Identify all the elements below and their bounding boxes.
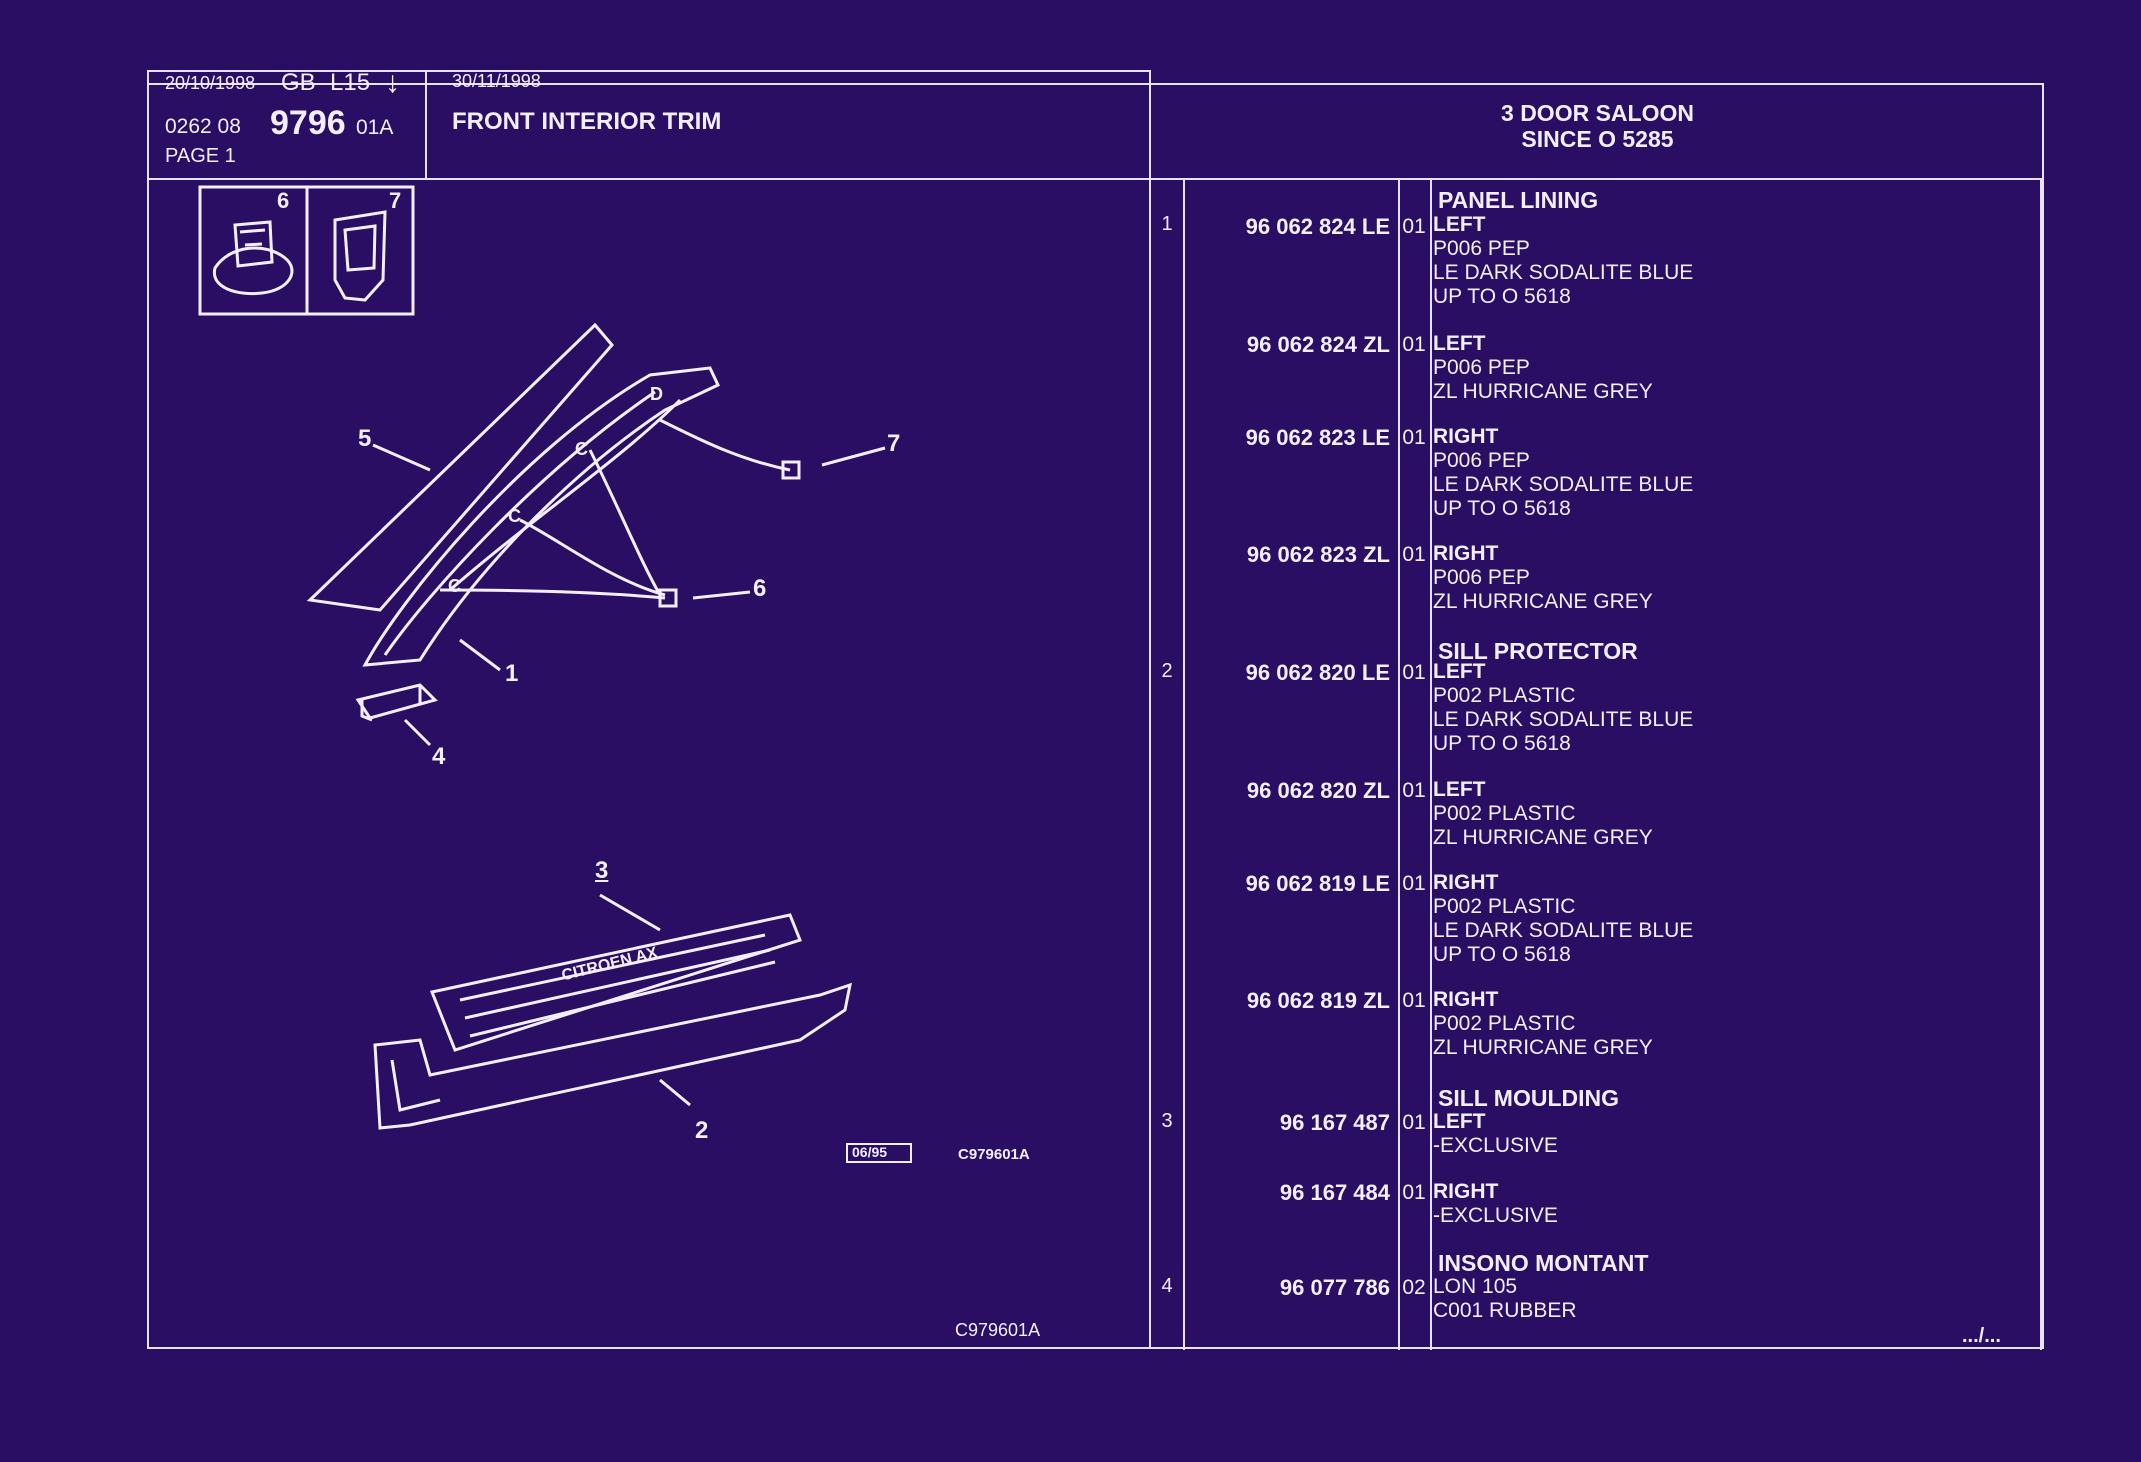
header-ref-main: 9796: [270, 104, 346, 142]
callout-7: 7: [887, 430, 901, 457]
part-number: 96 062 820 ZL: [1246, 778, 1390, 803]
part-number: 96 062 820 LE: [1245, 660, 1390, 685]
svg-text:C: C: [575, 439, 588, 459]
ref-number: 1: [1161, 213, 1173, 235]
clip-7-box: [305, 185, 415, 316]
quantity: 01: [1402, 872, 1426, 895]
date-box-text: 06/95: [852, 1144, 888, 1160]
header-left-box: [147, 70, 427, 180]
callout-2: 2: [695, 1117, 709, 1144]
clip-6-icon: [213, 246, 294, 296]
diagram-code-bottom: C979601A: [955, 1320, 1041, 1340]
part-number: 96 062 824 ZL: [1246, 332, 1390, 357]
section-title-insono-montant: INSONO MONTANT: [1438, 1250, 1649, 1276]
continued-marker: .../...: [1962, 1325, 2001, 1347]
section-title-sill-moulding: SILL MOULDING: [1438, 1085, 1620, 1111]
quantity: 01: [1402, 333, 1426, 356]
part-number: 96 062 824 LE: [1245, 214, 1390, 239]
divider-right-edge: [2040, 180, 2042, 1350]
callout-6-box: 6: [277, 188, 290, 213]
header-date-mid: 30/11/1998: [452, 71, 541, 91]
callout-4: 4: [432, 743, 446, 770]
divider-qty-column: [1430, 180, 1432, 1350]
pillar-panel-1: [362, 366, 720, 667]
callout-6: 6: [753, 575, 767, 602]
quantity: 01: [1402, 779, 1426, 802]
svg-text:D: D: [650, 384, 663, 404]
quantity: 02: [1402, 1276, 1426, 1299]
part-number: 96 077 786: [1279, 1275, 1390, 1300]
header-code-l: L15: [330, 69, 371, 96]
part-number: 96 167 484: [1279, 1180, 1390, 1205]
quantity: 01: [1402, 1111, 1426, 1134]
section-title-panel-lining: PANEL LINING: [1438, 187, 1599, 213]
page-title: FRONT INTERIOR TRIM: [452, 108, 722, 135]
svg-text:C: C: [448, 576, 461, 596]
svg-text:C: C: [508, 506, 521, 526]
part-number: 96 167 487: [1279, 1110, 1390, 1135]
strip-5: [306, 322, 614, 612]
diagram-code-small: C979601A: [958, 1146, 1030, 1163]
callout-1: 1: [505, 660, 519, 687]
part-4-icon: [355, 683, 438, 722]
divider-ref-column: [1183, 180, 1185, 1350]
clip-point-6: [658, 588, 678, 608]
quantity: 01: [1402, 426, 1426, 449]
callout-5: 5: [358, 425, 372, 452]
callout-7-box: 7: [389, 188, 402, 213]
part-number: 96 062 823 LE: [1245, 425, 1390, 450]
header-arrow-icon: ↓: [385, 66, 400, 99]
divider-pn-column: [1398, 180, 1400, 1350]
part-number: 96 062 823 ZL: [1246, 542, 1390, 567]
section-title-sill-protector: SILL PROTECTOR: [1438, 638, 1638, 664]
sill-moulding-2: [373, 982, 852, 1130]
sill-protector-3: [429, 913, 802, 1052]
quantity: 01: [1402, 989, 1426, 1012]
header-date-left: 20/10/1998: [165, 73, 256, 93]
clip-7-icon: [333, 210, 387, 302]
ref-number: 3: [1161, 1110, 1173, 1132]
model-line-1: 3 DOOR SALOON: [1501, 100, 1694, 126]
quantity: 01: [1402, 661, 1426, 684]
ref-number: 4: [1161, 1275, 1173, 1297]
quantity: 01: [1402, 1181, 1426, 1204]
date-box: [846, 1143, 912, 1163]
description: LEFT-EXCLUSIVE: [1433, 1110, 1558, 1157]
quantity: 01: [1402, 543, 1426, 566]
clip-point-7: [781, 460, 801, 480]
part-number: 96 062 819 LE: [1245, 871, 1390, 896]
ref-number: 2: [1161, 660, 1173, 682]
model-line-2: SINCE O 5285: [1521, 126, 1674, 152]
divider-diagram-table: [1149, 83, 1151, 1349]
quantity: 01: [1402, 215, 1426, 238]
callout-3: 3: [595, 857, 609, 884]
header-ref-prefix: 0262 08: [165, 115, 241, 138]
header-right-box: [1151, 83, 2044, 180]
header-lang: GB: [281, 69, 316, 96]
header-page: PAGE 1: [165, 145, 236, 167]
page-frame: [147, 83, 2044, 1349]
part-number: 96 062 819 ZL: [1246, 988, 1390, 1013]
description: RIGHT-EXCLUSIVE: [1433, 1180, 1558, 1227]
header-ref-suffix: 01A: [356, 116, 394, 139]
